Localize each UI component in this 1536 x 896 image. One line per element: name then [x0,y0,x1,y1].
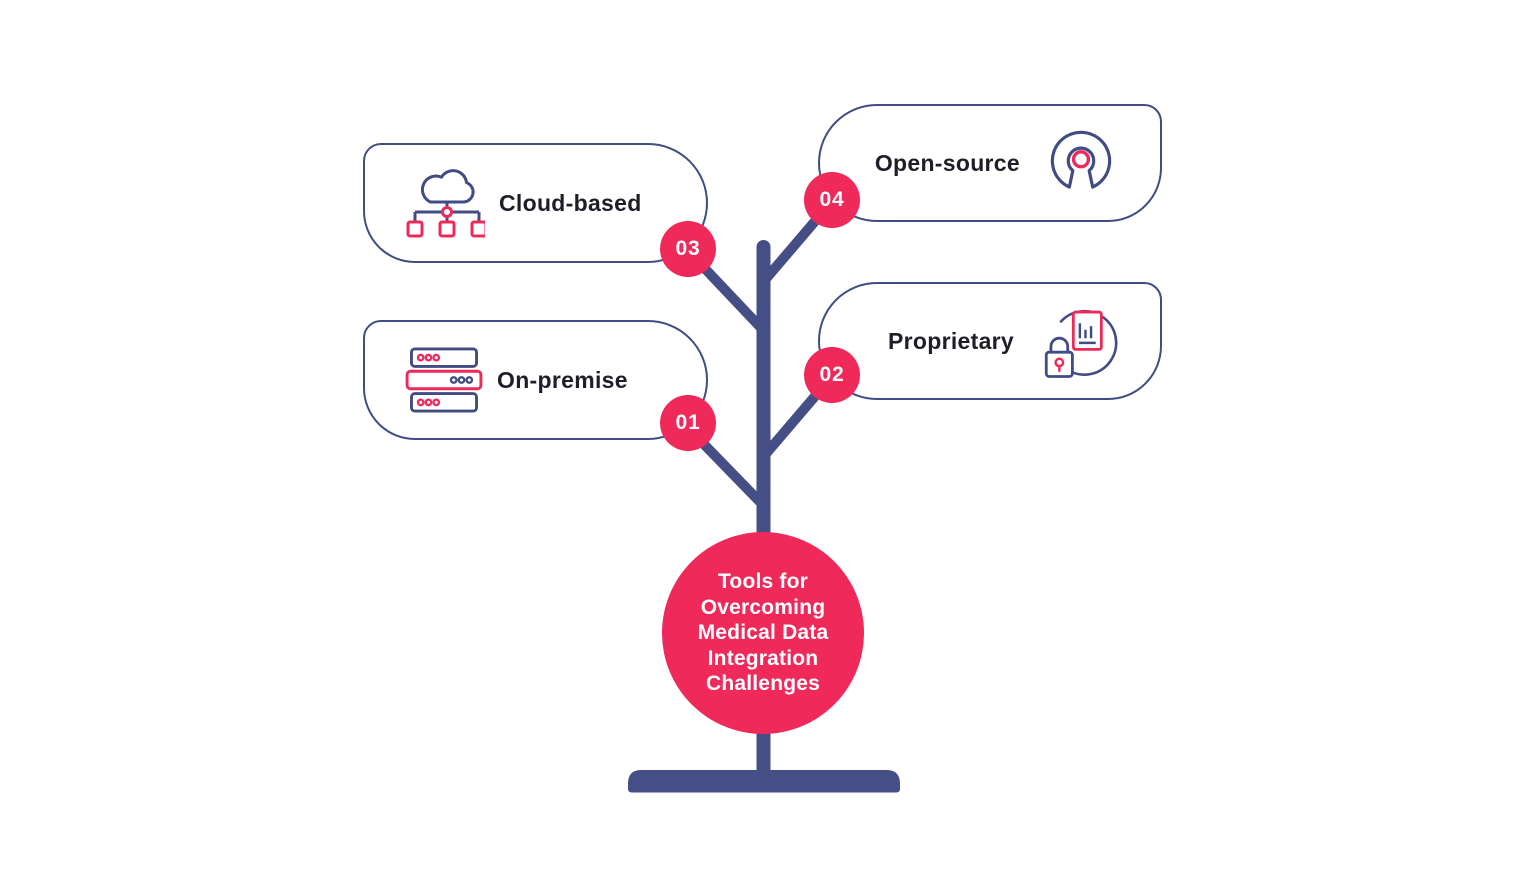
badge-04: 04 [804,172,860,228]
central-title-line: Overcoming [700,595,826,619]
server-stack-icon [405,346,483,414]
open-source-icon [1046,130,1116,196]
cloud-network-icon [405,164,485,242]
card-label-open-source: Open-source [874,149,1020,176]
badge-01: 01 [660,395,716,451]
central-title-line: Challenges [705,672,821,696]
central-title-line: Medical Data [697,621,829,645]
card-label-cloud-based: Cloud-based [499,189,642,216]
central-title-line: Integration [707,646,819,670]
tree-base [628,770,900,793]
lock-document-icon [1036,299,1120,383]
badge-02: 02 [804,347,860,403]
card-open-source: Open-source [818,104,1162,222]
card-label-proprietary: Proprietary [887,327,1014,354]
badge-03: 03 [660,221,716,277]
card-label-on-premise: On-premise [497,366,628,393]
central-topic-circle: Tools for Overcoming Medical Data Integr… [662,532,864,734]
central-title-line: Tools for [717,570,809,594]
card-on-premise: On-premise [363,320,708,440]
card-proprietary: Proprietary [818,282,1162,400]
card-cloud-based: Cloud-based [363,143,708,263]
